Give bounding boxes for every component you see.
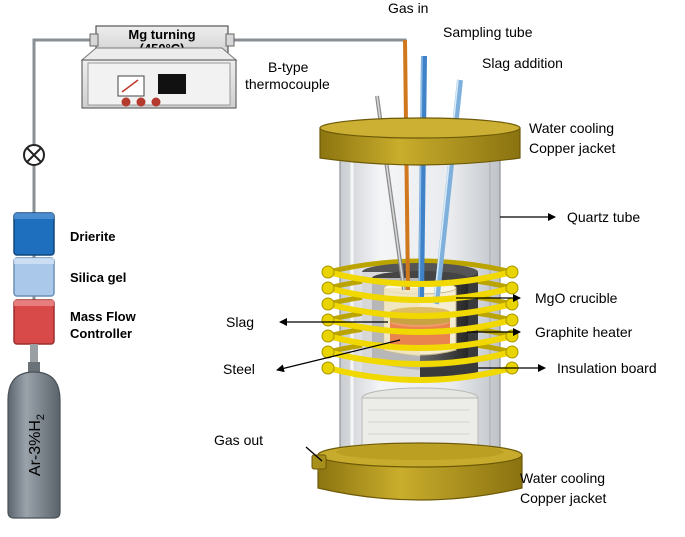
copper-jacket-top — [319, 117, 521, 166]
water-cooling-top-line1: Water cooling — [529, 120, 614, 136]
water-cooling-top-line2: Copper jacket — [529, 140, 615, 156]
valve-icon — [23, 144, 45, 166]
coil-front — [327, 269, 513, 383]
mass-flow-controller — [13, 299, 55, 345]
mgo-crucible-label: MgO crucible — [535, 290, 618, 306]
coil-ends — [321, 265, 519, 375]
sampling-tube-label: Sampling tube — [443, 24, 533, 40]
gas-in-label: Gas in — [388, 0, 428, 16]
thermocouple-label-line1: B-type — [268, 59, 309, 75]
display-icon — [158, 74, 186, 94]
steel-label: Steel — [223, 361, 255, 377]
thermocouple-label-line2: thermocouple — [245, 76, 330, 92]
slag-addition-label: Slag addition — [482, 55, 563, 71]
silica-gel-label: Silica gel — [70, 270, 126, 285]
insulation-board-label: Insulation board — [557, 360, 657, 376]
mfc-label-line2: Controller — [70, 326, 132, 341]
drierite-column — [13, 212, 55, 256]
purifier-stack — [13, 212, 55, 362]
quartz-tube-label: Quartz tube — [567, 209, 640, 225]
copper-jacket-bottom — [311, 442, 523, 501]
knob-icon — [151, 97, 161, 107]
water-cooling-bottom-line2: Copper jacket — [520, 490, 606, 506]
sampling-tube — [418, 55, 427, 303]
mfc-label-line1: Mass Flow — [70, 309, 137, 324]
slag-label: Slag — [226, 314, 254, 330]
mg-turning-label: Mg turning — [128, 27, 195, 42]
gas-out-label: Gas out — [214, 432, 263, 448]
furnace — [311, 39, 523, 501]
gas-out-port — [311, 454, 327, 470]
leader-lines — [276, 213, 556, 462]
gas-cylinder: Ar-3%H2 — [7, 362, 61, 519]
cylinder-label: Ar-3%H2 — [27, 414, 47, 476]
knob-icon — [121, 97, 131, 107]
knob-icon — [136, 97, 146, 107]
drierite-label: Drierite — [70, 229, 116, 244]
water-cooling-bottom-line1: Water cooling — [520, 470, 605, 486]
graphite-heater-label: Graphite heater — [535, 324, 633, 340]
slag-addition-tube — [433, 79, 463, 305]
mg-turning-furnace: Mg turning (450°C) — [80, 25, 238, 109]
